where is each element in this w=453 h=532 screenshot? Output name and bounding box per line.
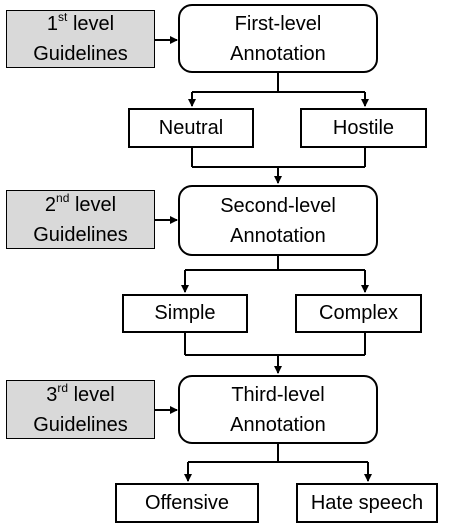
annotation-title: Second-level [220, 194, 336, 217]
guideline-label: Guidelines [33, 223, 128, 246]
guideline-number: 1 [46, 13, 59, 35]
guideline-ordinal-suffix: rd [57, 380, 69, 395]
annotation-box-1: First-level Annotation [178, 4, 378, 73]
category-hate-speech: Hate speech [296, 483, 438, 523]
guidelines-box-1: 1st level Guidelines [6, 10, 155, 68]
annotation-title: Third-level [231, 383, 325, 406]
category-hostile: Hostile [300, 108, 427, 148]
annotation-box-2: Second-level Annotation [178, 185, 378, 256]
category-offensive: Offensive [115, 483, 259, 523]
category-label: Simple [154, 302, 216, 324]
annotation-subtitle: Annotation [230, 42, 326, 65]
category-label: Hate speech [310, 491, 424, 514]
merge-to-third-level [184, 333, 366, 356]
merge-to-second-level [191, 148, 366, 168]
category-neutral: Neutral [128, 108, 254, 148]
guidelines-box-3: 3rd level Guidelines [6, 380, 155, 439]
guideline-level-word: level [73, 383, 115, 406]
category-complex: Complex [295, 294, 422, 333]
guideline-label: Guidelines [33, 413, 128, 436]
guideline-level-word: level [74, 193, 117, 216]
annotation-subtitle: Annotation [230, 413, 326, 436]
split-third-level [188, 444, 368, 463]
annotation-subtitle: Annotation [230, 224, 326, 247]
annotation-box-3: Third-level Annotation [178, 375, 378, 444]
category-label: Offensive [144, 491, 230, 514]
guideline-level-word: level [72, 13, 115, 35]
guideline-ordinal-suffix: nd [56, 190, 70, 205]
category-label: Hostile [332, 116, 395, 139]
guideline-number: 2 [44, 193, 57, 216]
guidelines-box-2: 2nd level Guidelines [6, 190, 155, 249]
split-first-level [192, 73, 365, 93]
category-simple: Simple [122, 294, 248, 333]
guideline-ordinal-suffix: st [58, 10, 68, 25]
category-label: Neutral [158, 116, 224, 139]
split-second-level [185, 256, 365, 271]
annotation-title: First-level [234, 12, 322, 35]
guideline-label: Guidelines [33, 43, 128, 65]
category-label: Complex [319, 302, 398, 324]
guideline-number: 3 [46, 383, 58, 406]
